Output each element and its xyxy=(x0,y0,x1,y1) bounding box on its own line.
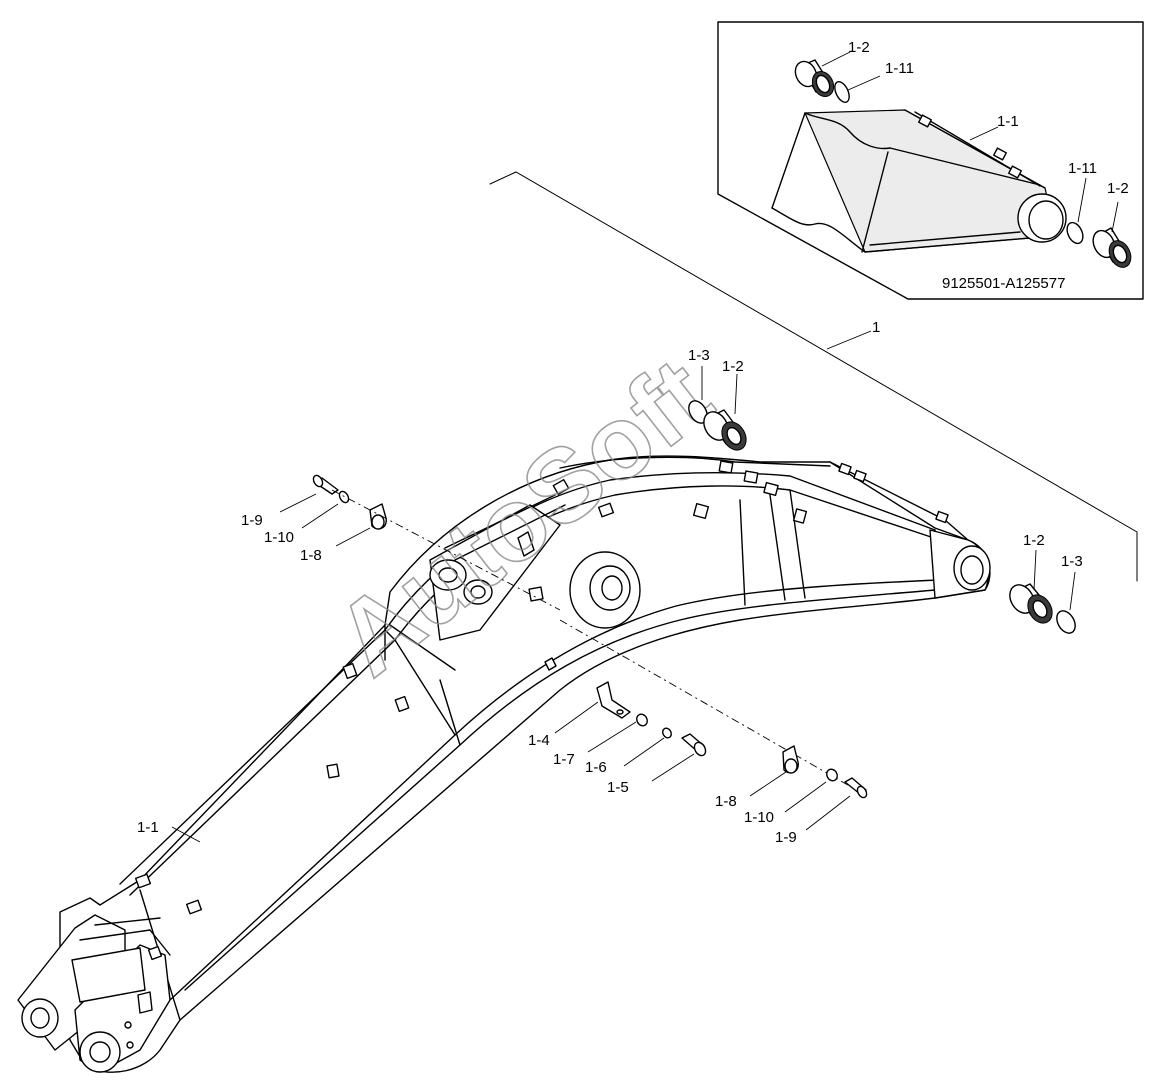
inset-code: 9125501-A125577 xyxy=(942,275,1065,292)
centerline-lower xyxy=(559,619,861,793)
inset-frame xyxy=(717,21,1144,300)
label-shim-top: 1-3 xyxy=(688,347,710,364)
label-inset-boom: 1-1 xyxy=(997,113,1019,130)
bushing-top xyxy=(703,409,747,451)
cylinder-bracket xyxy=(429,494,566,641)
main-boom xyxy=(17,455,991,1073)
boss-plate xyxy=(569,551,641,629)
label-main-boom: 1-1 xyxy=(137,819,159,836)
boom-foot xyxy=(17,914,171,1073)
label-washer-lower: 1-10 xyxy=(744,809,774,826)
label-clamp-upper: 1-8 xyxy=(300,547,322,564)
leader-lines xyxy=(171,366,1076,843)
label-assembly: 1 xyxy=(872,319,880,336)
washer-mid-1 xyxy=(636,713,648,727)
inset-bushing-right xyxy=(1092,227,1132,268)
label-washer-mid-2: 1-6 xyxy=(585,759,607,776)
nut xyxy=(544,657,557,671)
washer-lower xyxy=(826,768,838,782)
washer-mid-2 xyxy=(662,727,672,739)
assembly-bracket: 1 xyxy=(489,171,1138,582)
label-washer-upper: 1-10 xyxy=(264,529,294,546)
weld-tabs xyxy=(134,460,949,961)
label-bushing-top: 1-2 xyxy=(722,358,744,375)
bushing-right xyxy=(1009,583,1053,624)
label-inset-shim-right: 1-11 xyxy=(1068,160,1097,177)
inset-detail: 1-2 1-11 1-1 1-11 1-2 9125501-A125577 xyxy=(717,21,1144,300)
label-bolt-upper: 1-9 xyxy=(241,512,263,529)
label-clamp-lower: 1-8 xyxy=(715,793,737,810)
label-inset-bushing-right: 1-2 xyxy=(1107,180,1129,197)
clamp-lower xyxy=(782,745,799,774)
label-bolt-lower: 1-9 xyxy=(775,829,797,846)
label-bushing-right: 1-2 xyxy=(1023,532,1045,549)
washer-upper xyxy=(338,490,350,504)
bolt-mid xyxy=(681,733,707,757)
inset-shim-top xyxy=(834,81,850,103)
shim-right xyxy=(1056,610,1076,634)
clamp-upper xyxy=(369,503,387,530)
inset-boom-end xyxy=(771,109,1067,253)
label-bracket: 1-4 xyxy=(528,732,550,749)
boom-head xyxy=(929,529,991,599)
inset-bushing-top xyxy=(794,59,835,98)
label-shim-right: 1-3 xyxy=(1061,553,1083,570)
bracket xyxy=(596,681,631,719)
bolt-lower xyxy=(844,777,868,799)
centerline-upper xyxy=(331,489,561,611)
label-washer-mid-1: 1-7 xyxy=(553,751,575,768)
inset-shim-right xyxy=(1066,221,1084,245)
label-inset-shim-top: 1-11 xyxy=(885,60,914,77)
label-inset-bushing-top: 1-2 xyxy=(848,39,870,56)
label-bolt-mid: 1-5 xyxy=(607,779,629,796)
